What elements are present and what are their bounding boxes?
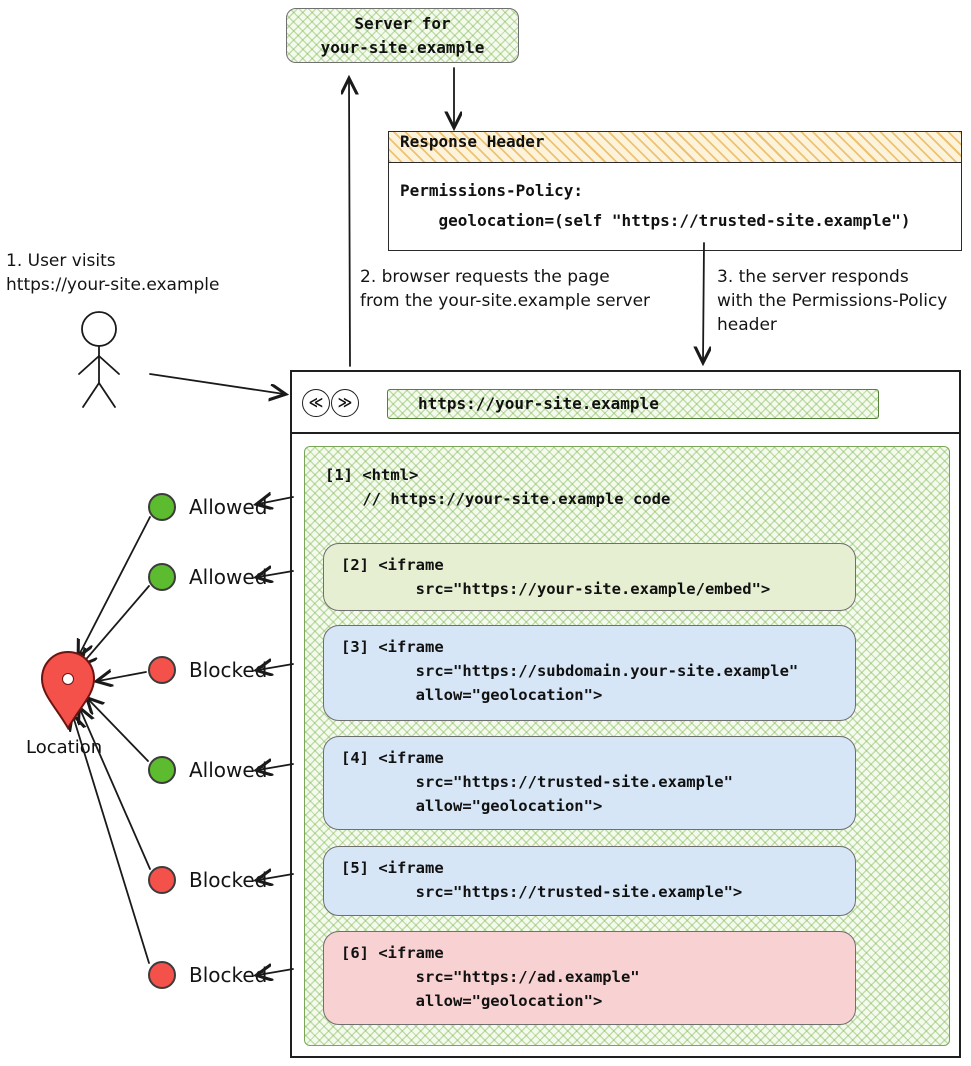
status-marker-6: Blocked (148, 961, 267, 989)
iframe-box-5: [5] <iframe src="https://trusted-site.ex… (323, 846, 856, 916)
location-pin-icon (40, 650, 96, 730)
arrow-user-to-browser (149, 373, 284, 394)
status-label: Allowed (189, 565, 268, 589)
server-box-label: Server for your-site.example (320, 14, 485, 57)
forward-button[interactable]: ≫ (331, 389, 359, 417)
iframe-box-6: [6] <iframe src="https://ad.example" all… (323, 931, 856, 1025)
status-marker-2: Allowed (148, 563, 267, 591)
status-marker-4: Allowed (148, 756, 267, 784)
arrow-status2-pin (82, 585, 150, 664)
annotation-step3: 3. the server responds with the Permissi… (717, 267, 948, 335)
annotation-step1: 1. User visits https://your-site.example (6, 251, 220, 295)
url-bar[interactable]: https://your-site.example (387, 389, 879, 419)
status-label: Blocked (189, 868, 268, 892)
status-marker-1: Allowed (148, 493, 267, 521)
status-label: Allowed (189, 495, 268, 519)
status-label: Blocked (189, 658, 268, 682)
arrow-status1-pin (79, 516, 151, 655)
arrow-response-to-browser (703, 242, 704, 361)
iframe-box-4: [4] <iframe src="https://trusted-site.ex… (323, 736, 856, 830)
arrow-status5-pin (80, 709, 151, 870)
arrow-browser-to-server (349, 80, 350, 367)
page-content: [1] <html> // https://your-site.example … (304, 446, 950, 1046)
blocked-dot-icon (148, 656, 176, 684)
user-figure-icon (78, 311, 120, 408)
annotation-step2: 2. browser requests the page from the yo… (360, 267, 651, 311)
response-header-box: Response Header Permissions-Policy: geol… (388, 131, 962, 252)
html-root-code: [1] <html> // https://your-site.example … (325, 466, 671, 509)
status-marker-5: Blocked (148, 866, 267, 894)
allowed-dot-icon (148, 563, 176, 591)
response-header-body: Permissions-Policy: geolocation=(self "h… (400, 181, 911, 230)
browser-window: ≪ ≫ https://your-site.example [1] <html>… (290, 370, 961, 1058)
blocked-dot-icon (148, 961, 176, 989)
arrow-status3-pin (98, 672, 147, 681)
status-label: Blocked (189, 963, 268, 987)
response-header-title: Response Header (389, 132, 961, 163)
back-button[interactable]: ≪ (302, 389, 330, 417)
status-marker-3: Blocked (148, 656, 267, 684)
back-icon: ≪ (308, 395, 324, 411)
iframe-box-3: [3] <iframe src="https://subdomain.your-… (323, 625, 856, 721)
server-box: Server for your-site.example (286, 8, 519, 63)
allowed-dot-icon (148, 756, 176, 784)
blocked-dot-icon (148, 866, 176, 894)
status-label: Allowed (189, 758, 268, 782)
location-label: Location (26, 737, 103, 758)
browser-toolbar: ≪ ≫ https://your-site.example (292, 372, 959, 434)
iframe-box-2: [2] <iframe src="https://your-site.examp… (323, 543, 856, 611)
allowed-dot-icon (148, 493, 176, 521)
forward-icon: ≫ (337, 395, 353, 411)
